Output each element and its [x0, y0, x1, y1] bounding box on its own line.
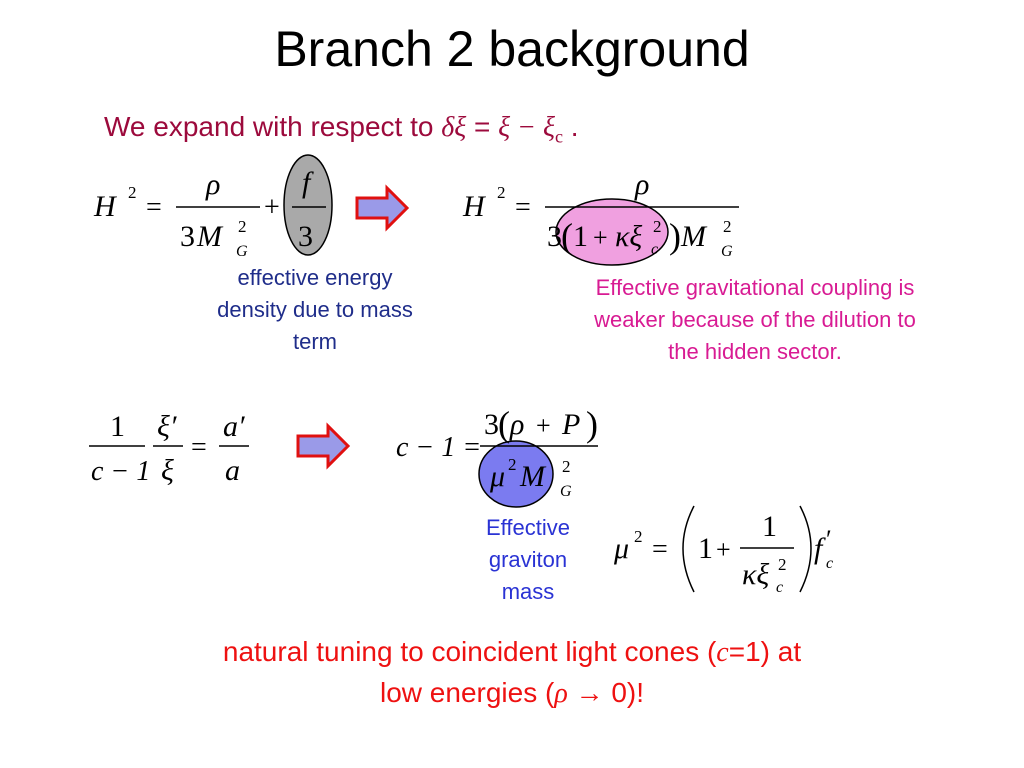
- eq4-lparen: (: [498, 404, 510, 444]
- eq5-c: c: [776, 579, 783, 596]
- caption-gravitational-coupling: Effective gravitational coupling is weak…: [530, 272, 980, 368]
- eq5-right-paren: [799, 505, 812, 593]
- eq5-prime: ′: [826, 525, 832, 554]
- equation-effective-coupling: H 2 = ρ 3 ( 1 + κξ c 2 ) M G 2: [462, 168, 739, 266]
- highlight-ellipse-blue: [478, 440, 554, 508]
- eq2-equals: =: [515, 192, 531, 223]
- caption-coupling-line: weaker because of the dilution to: [594, 307, 916, 332]
- conclusion-note: natural tuning to coincident light cones…: [0, 632, 1024, 714]
- eq5-equals: =: [652, 534, 668, 565]
- caption-mass-line: mass: [501, 579, 555, 604]
- eq1-sup2: 2: [128, 183, 137, 202]
- caption-energy-line: density due to mass: [217, 297, 413, 322]
- subtitle-end: .: [563, 111, 579, 142]
- subtitle-text: We expand with respect to: [104, 111, 434, 142]
- caption-graviton-mass: Effective graviton mass: [458, 512, 598, 608]
- eq2-c: c: [651, 241, 658, 258]
- eq2-kappa-xi: κξ: [615, 220, 642, 253]
- eq5-c-sub: c: [826, 555, 833, 572]
- eq5-sq-c: 2: [778, 555, 787, 574]
- eq4-lhs: c − 1 =: [396, 432, 481, 463]
- eq2-rparen: ): [669, 216, 681, 256]
- equation-xi-evolution: 1 c − 1 ξ′ ξ = a′ a: [89, 410, 249, 487]
- eq2-sq: 2: [653, 217, 662, 236]
- caption-mass-line: graviton: [488, 547, 568, 572]
- eq5-sq: 2: [634, 527, 643, 546]
- caption-coupling-line: the hidden sector.: [668, 339, 842, 364]
- eq4-sq-g: 2: [562, 457, 571, 476]
- eq2-one: 1: [573, 220, 588, 253]
- right-arrow-icon: [296, 422, 351, 470]
- caption-effective-energy: effective energy density due to mass ter…: [180, 262, 450, 358]
- eq5-left-paren: [682, 505, 695, 593]
- right-arrow-icon: [355, 184, 410, 232]
- equation-sound-speed: c − 1 = 3 ( ρ + P ) μ 2 M G 2: [396, 404, 598, 508]
- highlight-ellipse-gray: [283, 154, 333, 256]
- eq2-plus: +: [593, 223, 608, 252]
- eq3-xi: ξ: [161, 454, 174, 487]
- note-line2-b: → 0)!: [567, 677, 644, 708]
- eq4-sq: 2: [508, 455, 517, 474]
- subtitle: We expand with respect to δξ = ξ − ξc .: [104, 111, 579, 148]
- note-line1-b: =1) at: [728, 636, 802, 667]
- eq5-f: f: [814, 532, 826, 565]
- eq5-kappa-xi: κξ: [742, 558, 769, 591]
- caption-mass-line: Effective: [486, 515, 570, 540]
- eq1-rho: ρ: [205, 168, 220, 201]
- eq2-H: H: [462, 190, 487, 223]
- eq2-three: 3: [547, 220, 562, 253]
- eq5-one: 1: [698, 532, 713, 565]
- eq3-c-minus-1: c − 1: [91, 456, 150, 487]
- subtitle-sub: c: [555, 126, 564, 147]
- subtitle-equals: =: [466, 111, 499, 142]
- eq5-mu: μ: [613, 532, 629, 565]
- eq2-lparen: (: [561, 216, 573, 256]
- eq4-G: G: [560, 483, 572, 500]
- note-line2-rho: ρ: [554, 678, 568, 709]
- eq1-three: 3: [180, 220, 195, 253]
- eq2-sq-g: 2: [723, 217, 732, 236]
- conclusion-line-1: natural tuning to coincident light cones…: [0, 632, 1024, 673]
- conclusion-line-2: low energies (ρ → 0)!: [0, 673, 1024, 714]
- eq1-H: H: [93, 190, 118, 223]
- caption-energy-line: term: [293, 329, 337, 354]
- eq3-a-prime: a′: [223, 410, 245, 443]
- eq1-plus: +: [264, 192, 280, 223]
- eq3-equals: =: [191, 432, 207, 463]
- subtitle-delta-xi: δξ: [441, 112, 467, 143]
- eq2-M: M: [680, 220, 708, 253]
- eq4-rparen: ): [586, 404, 598, 444]
- slide-title: Branch 2 background: [274, 21, 750, 77]
- eq2-G: G: [721, 243, 733, 260]
- eq5-plus: +: [716, 535, 731, 564]
- eq3-a: a: [225, 454, 240, 487]
- note-line1-c: c: [716, 637, 729, 668]
- eq1-three-b: 3: [298, 220, 313, 253]
- eq4-plus: +: [536, 411, 551, 440]
- eq4-three: 3: [484, 408, 499, 441]
- eq1-M: M: [196, 220, 224, 253]
- equation-friedmann: H 2 = ρ 3 M G 2 + f 3: [93, 154, 333, 260]
- highlight-ellipse-pink: [555, 198, 669, 266]
- eq3-xi-prime: ξ′: [157, 410, 177, 443]
- eq4-P: P: [561, 408, 580, 441]
- subtitle-rhs: ξ − ξ: [498, 112, 556, 143]
- eq3-one: 1: [110, 410, 125, 443]
- eq4-M: M: [519, 460, 547, 493]
- eq1-equals: =: [146, 192, 162, 223]
- eq1-sup2-g: 2: [238, 217, 247, 236]
- eq4-mu: μ: [489, 460, 505, 493]
- eq4-rho: ρ: [509, 408, 524, 441]
- caption-energy-line: effective energy: [237, 265, 393, 290]
- eq2-sup2: 2: [497, 183, 506, 202]
- eq1-G: G: [236, 243, 248, 260]
- equation-graviton-mass: μ 2 = 1 + 1 κξ c 2 f ′ c: [613, 505, 833, 596]
- eq2-rho: ρ: [634, 168, 649, 201]
- caption-coupling-line: Effective gravitational coupling is: [595, 275, 915, 300]
- note-line1-a: natural tuning to coincident light cones…: [222, 636, 717, 667]
- note-line2-a: low energies (: [380, 677, 555, 708]
- eq5-one-b: 1: [762, 510, 777, 543]
